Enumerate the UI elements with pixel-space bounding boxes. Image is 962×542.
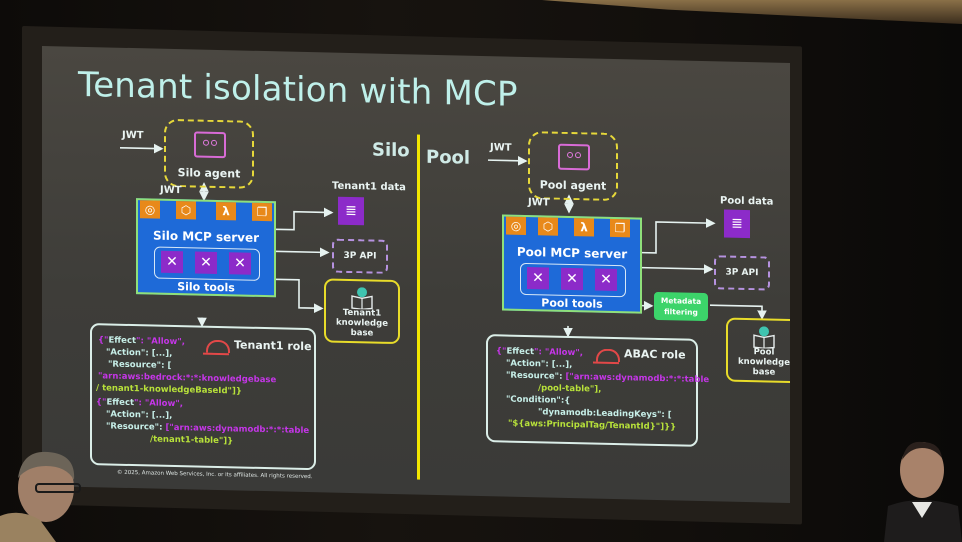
tool-icon: ✕ [527,267,549,290]
policy-line: "Resource": ["arn:aws:dynamodb:*:*:table [506,370,710,386]
pool-metadata-kb-arrow [710,304,767,320]
policy-line: /tenant1-table"]} [150,434,234,447]
policy-line: {"Effect": "Allow", [496,346,584,359]
slide: Tenant isolation with MCP [42,46,790,503]
pool-server-api-arrow [642,264,714,274]
silo-mcp-server: ◎ ⬡ λ ❐ Silo MCP server ✕ ✕ ✕ Silo tools [136,198,276,298]
silo-pool-divider [417,134,420,480]
policy-line: "${aws:PrincipalTag/TenantId}"]}} [508,418,677,433]
silo-kb-label-line2: knowledge base [335,317,388,339]
silo-jwt-in-arrow [120,143,164,154]
robot-icon [558,143,590,171]
policy-line: "dynamodb:LeadingKeys": [ [538,407,672,421]
api-gateway-icon: ◎ [140,200,160,219]
pool-section-label: Pool [426,146,471,169]
dynamodb-icon: ≣ [338,196,364,226]
pool-role-label: ABAC role [624,347,686,362]
pool-kb-label-line2: knowledge base [737,356,790,378]
fargate-icon: ❐ [610,218,630,238]
knowledge-base-icon [753,326,775,349]
pool-tools-group: ✕ ✕ ✕ [520,262,626,298]
pool-server-title: Pool MCP server [516,244,628,262]
silo-tools-group: ✕ ✕ ✕ [154,246,260,281]
fargate-icon: ❐ [252,202,272,222]
presenter-right [884,441,962,542]
policy-line: {"Effect": "Allow", [98,335,186,348]
silo-agent: Silo agent [164,118,254,189]
silo-tenant1-role-policy: Tenant1 role {"Effect": "Allow", "Action… [90,323,316,471]
lambda-icon: λ [574,218,594,237]
iam-role-icon [206,339,230,354]
tool-icon: ✕ [595,268,617,292]
tool-icon: ✕ [161,250,183,274]
dynamodb-icon: ≣ [724,209,750,239]
tool-icon: ✕ [195,251,217,274]
silo-server-api-arrow [274,247,330,258]
policy-line: "Action": [...], [106,347,173,359]
iam-role-icon [596,348,620,363]
policy-line: /pool-table"], [538,383,602,395]
knowledge-base-icon [351,287,373,310]
pool-jwt-mid-label: JWT [528,197,550,209]
silo-jwt-in-label: JWT [122,129,144,142]
pool-3p-api: 3P API [714,255,770,291]
pool-server-data-arrow [642,218,716,254]
pool-jwt-in-label: JWT [490,142,512,154]
ecs-icon: ⬡ [176,201,196,220]
silo-server-kb-arrow [274,278,324,313]
pool-jwt-in-arrow [488,156,528,166]
silo-data-label: Tenant1 data [332,180,406,194]
pool-mcp-server: ◎ ⬡ λ ❐ Pool MCP server ✕ ✕ ✕ Pool tools [502,214,642,314]
silo-server-title: Silo MCP server [152,228,260,245]
tool-icon: ✕ [229,252,251,275]
robot-icon [194,131,226,159]
slide-title: Tenant isolation with MCP [78,64,518,115]
silo-3p-api: 3P API [332,238,388,274]
policy-line: "Action": [...], [106,409,173,421]
silo-server-data-arrow [274,207,334,231]
policy-line: / tenant1-knowledgeBaseId"]} [96,383,242,397]
silo-agent-label: Silo agent [177,166,241,181]
pool-tools-label: Pool tools [541,296,603,311]
policy-line: "Resource": ["arn:aws:dynamodb:*:*:table [106,421,310,437]
policy-line: {"Effect": "Allow", [96,397,184,410]
ecs-icon: ⬡ [538,217,558,236]
copyright-notice: © 2025, Amazon Web Services, Inc. or its… [117,469,313,481]
api-gateway-icon: ◎ [506,216,526,235]
pool-abac-role-policy: ABAC role {"Effect": "Allow", "Action": … [486,334,709,447]
silo-section-label: Silo [372,139,410,162]
tool-icon: ✕ [561,267,583,291]
pool-data-label: Pool data [720,195,774,208]
policy-line: "Resource": [ [108,359,172,371]
metadata-line2: filtering [664,307,698,317]
silo-jwt-mid-label: JWT [160,184,182,197]
metadata-line1: Metadata [660,296,702,306]
pool-agent-label: Pool agent [539,178,607,193]
presenter-left [0,451,81,542]
silo-tools-label: Silo tools [177,280,235,295]
policy-line: "Condition":{ [506,394,571,406]
silo-role-label: Tenant1 role [234,338,312,354]
pool-agent: Pool agent [528,131,618,202]
lambda-icon: λ [216,201,236,221]
pool-kb-label-line1: Pool [753,347,775,358]
policy-line: "Action": [...], [506,358,573,371]
